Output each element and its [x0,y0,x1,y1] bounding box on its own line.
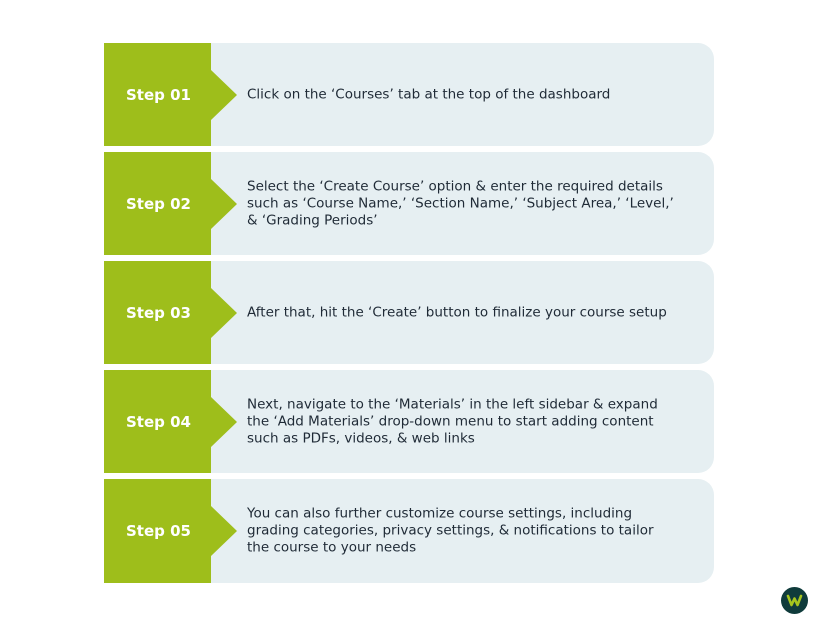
logo-mark-icon [786,594,803,607]
step-tab [104,261,211,364]
step-label: Step 05 [126,522,191,540]
step-tab [104,43,211,146]
step-description: You can also further customize course se… [247,505,654,556]
step-item-02: Step 02 Select the ‘Create Course’ optio… [104,152,714,255]
step-tab [104,370,211,473]
step-arrow-icon [211,69,237,120]
step-label: Step 02 [126,194,191,213]
step-item-01: Step 01 Click on the ‘Courses’ tab at th… [104,43,714,146]
step-description: Next, navigate to the ‘Materials’ in the… [247,396,658,446]
step-description: Select the ‘Create Course’ option & ente… [247,178,674,228]
step-arrow-icon [211,396,237,447]
step-description: Click on the ‘Courses’ tab at the top of… [247,86,611,102]
step-tab [104,479,211,583]
step-label: Step 04 [126,412,191,431]
step-arrow-icon [211,178,237,229]
step-label: Step 01 [126,85,191,104]
step-label: Step 03 [126,303,191,322]
step-item-04: Step 04 Next, navigate to the ‘Materials… [104,370,714,473]
brand-logo-icon [781,587,808,614]
step-arrow-icon [211,287,237,338]
step-arrow-icon [211,506,237,556]
step-description: After that, hit the ‘Create’ button to f… [247,304,667,320]
step-item-05: Step 05 You can also further customize c… [104,479,714,583]
steps-list: Step 01 Click on the ‘Courses’ tab at th… [104,43,714,589]
step-tab [104,152,211,255]
step-item-03: Step 03 After that, hit the ‘Create’ but… [104,261,714,364]
